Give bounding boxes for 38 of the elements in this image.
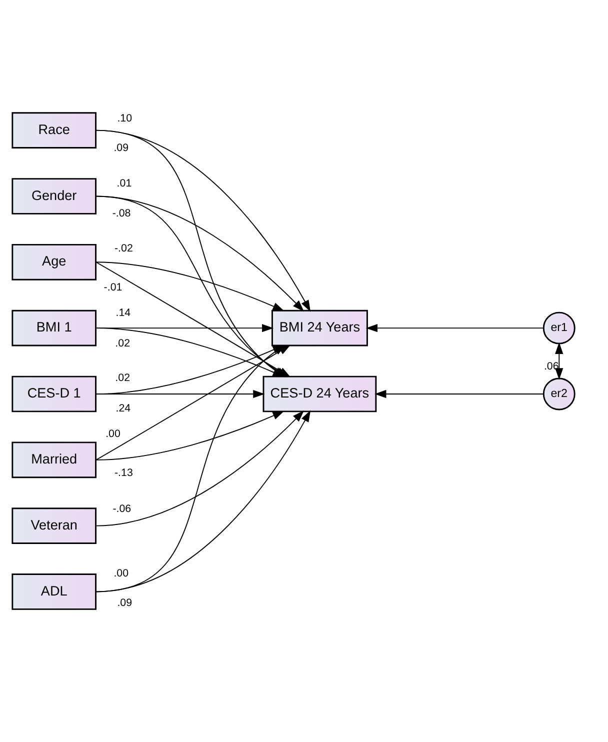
edge-label: .01 <box>116 177 132 190</box>
edge-label: .14 <box>116 306 131 319</box>
arrow <box>95 410 284 460</box>
node-box: Age <box>12 243 97 280</box>
edge-label: .24 <box>116 402 131 414</box>
node-box: Gender <box>12 178 97 214</box>
node-box: Married <box>12 441 97 478</box>
arrow <box>95 410 311 592</box>
edge-label: -.01 <box>104 281 122 294</box>
edge-label: -.08 <box>112 206 131 219</box>
edge-label: .02 <box>115 336 130 349</box>
edge-label: .09 <box>117 596 132 608</box>
arrow <box>95 410 304 526</box>
arrow <box>366 324 544 332</box>
arrow <box>95 261 284 311</box>
node-box: CES-D 1 <box>12 375 97 412</box>
arrow <box>95 389 265 398</box>
node-box: ADL <box>12 573 97 610</box>
node-circle: er2 <box>542 377 576 410</box>
edge-label: .06 <box>544 360 559 372</box>
edge-label: .00 <box>114 567 129 580</box>
edge-label: -.13 <box>114 466 133 479</box>
node-box: Race <box>12 112 97 148</box>
edge-label: -.06 <box>112 502 132 514</box>
node-box: BMI 1 <box>12 309 97 346</box>
node-box: Veteran <box>12 507 97 544</box>
edge-label: .00 <box>106 427 120 440</box>
node-box: CES-D 24 Years <box>262 375 377 412</box>
edge-label: -.02 <box>114 242 133 254</box>
edge-label: .09 <box>114 141 129 154</box>
arrow <box>374 389 544 398</box>
arrow <box>555 342 564 380</box>
node-circle: er1 <box>542 311 576 344</box>
edge-label: .10 <box>117 112 132 124</box>
edge-label: .02 <box>115 372 130 384</box>
arrow <box>95 195 304 312</box>
node-box: BMI 24 Years <box>271 309 368 346</box>
arrow <box>95 129 311 312</box>
